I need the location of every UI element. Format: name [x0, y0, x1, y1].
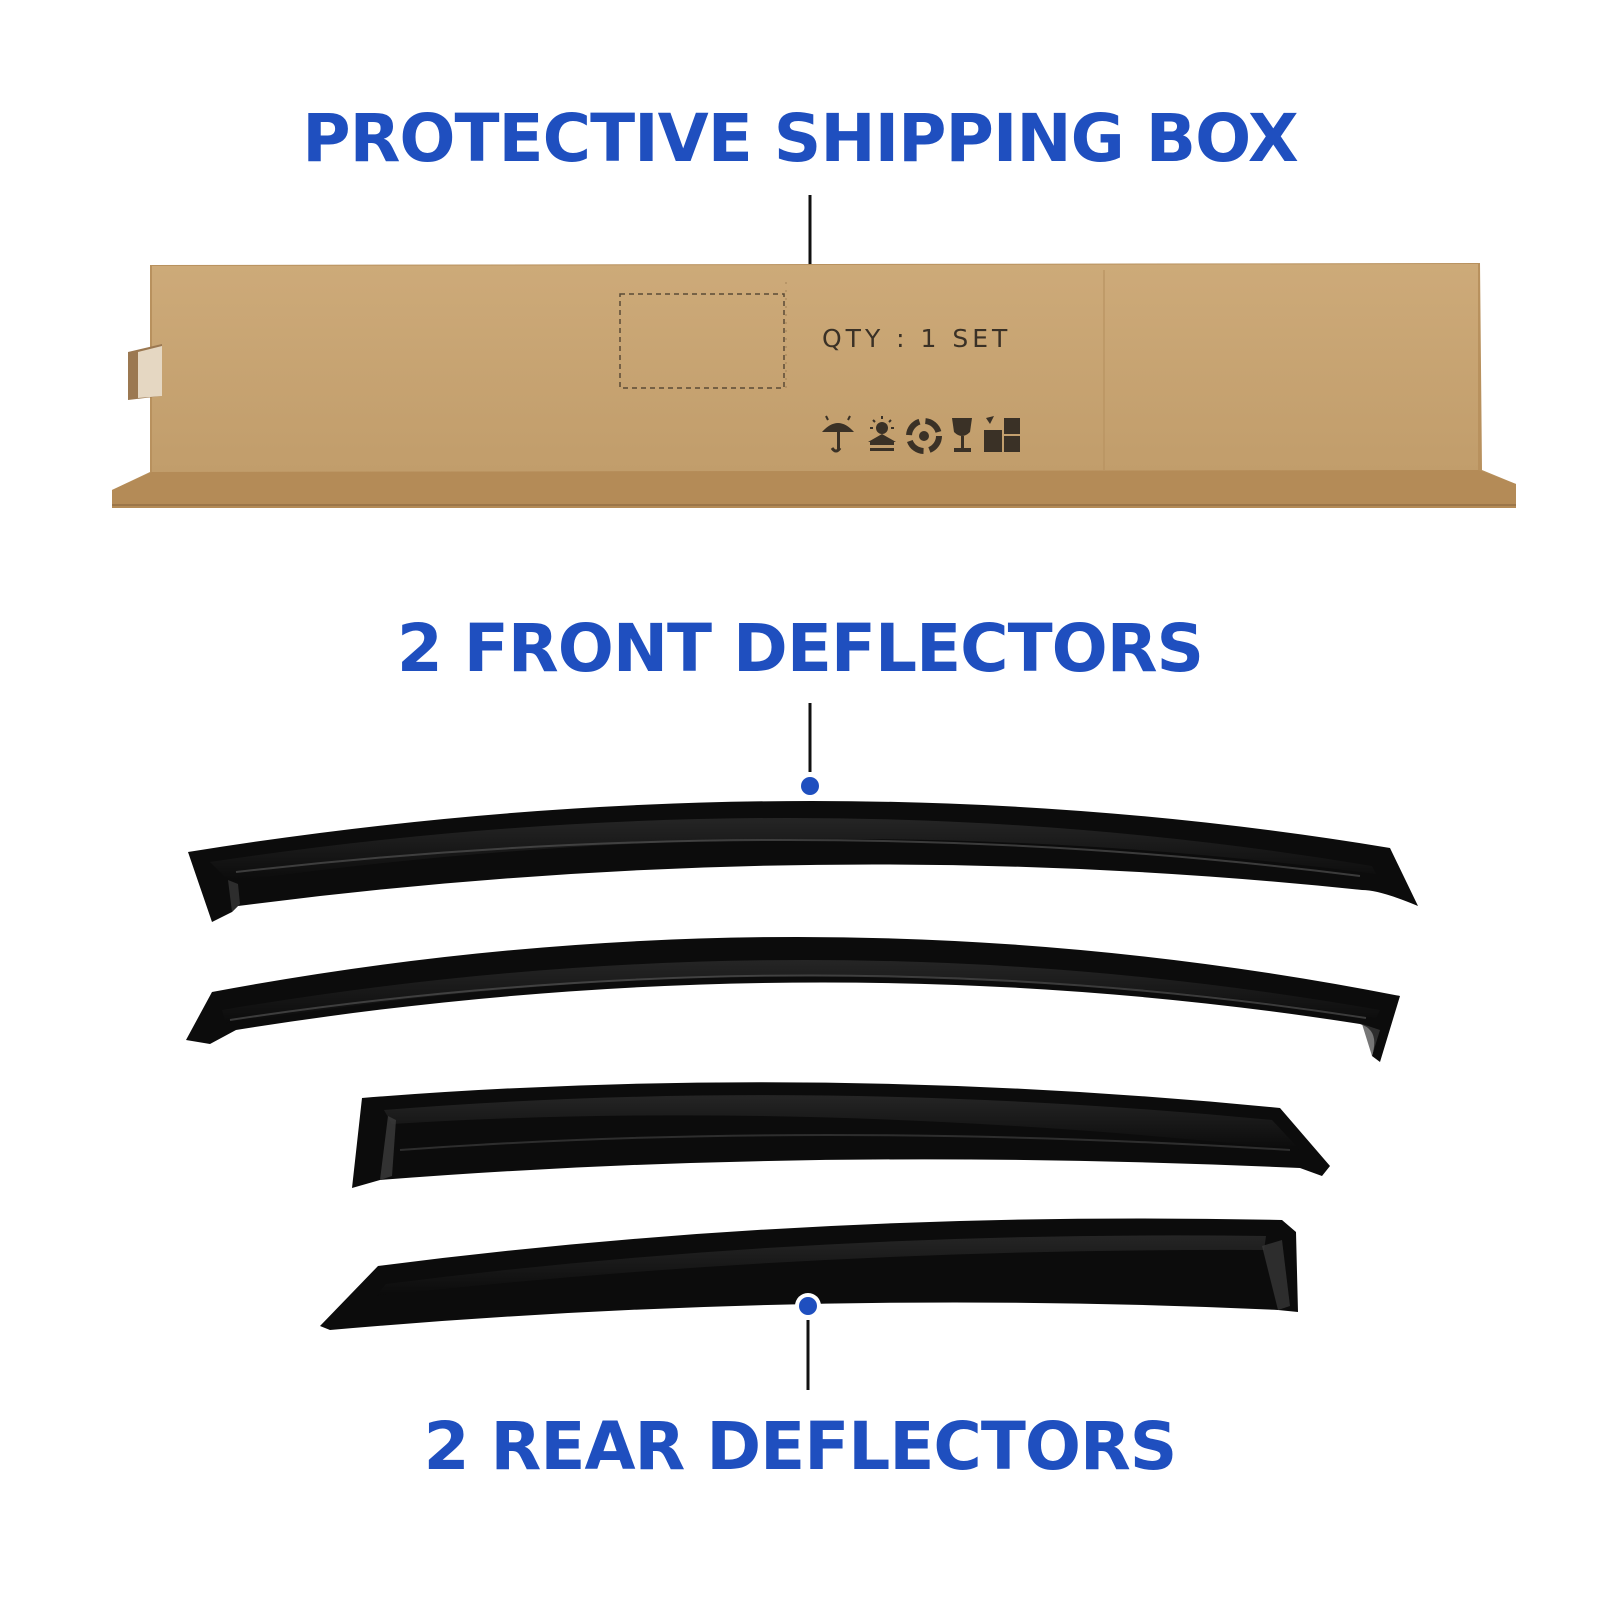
shipping-box: [112, 263, 1516, 508]
box-bottom-edge: [112, 470, 1516, 508]
this-way-up-box-icon: [984, 416, 1020, 452]
box-qty-label: QTY : 1 SET: [822, 324, 1012, 353]
keep-away-from-sun-icon: [868, 416, 896, 451]
label-placeholder: [619, 293, 785, 389]
front-deflector-2: [186, 936, 1400, 1062]
rear-deflector-1: [352, 1082, 1330, 1188]
front-deflectors-heading: 2 FRONT DEFLECTORS: [396, 610, 1204, 687]
front-callout-dot: [801, 777, 819, 795]
keep-dry-icon: [822, 415, 854, 453]
shipping-box-heading: PROTECTIVE SHIPPING BOX: [302, 100, 1299, 177]
front-deflector-1: [188, 800, 1418, 922]
rear-callout-dot: [799, 1297, 817, 1315]
rear-deflectors-heading: 2 REAR DEFLECTORS: [423, 1408, 1178, 1485]
rear-deflector-2: [320, 1218, 1298, 1330]
recycle-icon: [906, 418, 942, 454]
rear-callout: [795, 1293, 821, 1390]
fragile-glass-icon: [952, 418, 972, 452]
